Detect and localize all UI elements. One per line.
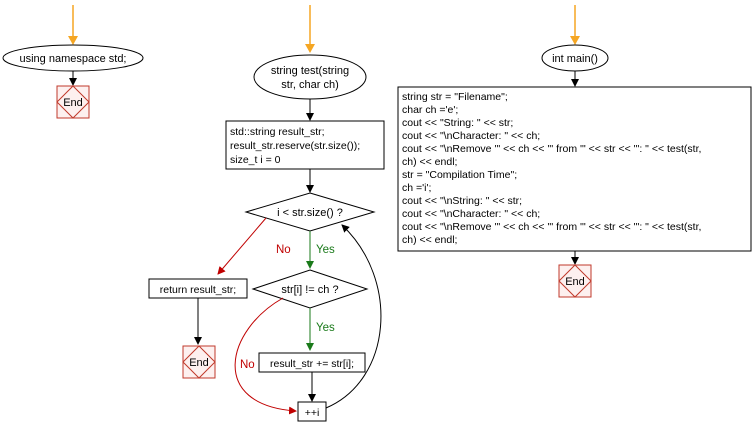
main-start-label: int main() <box>552 53 598 65</box>
main-code-line: ch) << endl; <box>402 234 457 246</box>
return-label: return result_str; <box>160 284 236 296</box>
namespace-end-node[interactable]: End <box>56 85 90 119</box>
loop-no-connector <box>217 217 267 275</box>
test-flow: string test(string str, char ch) std::st… <box>148 5 385 422</box>
increment-process-box[interactable]: ++i <box>297 401 327 422</box>
test-end-node[interactable]: End <box>182 345 216 379</box>
main-code-line: char ch ='e'; <box>402 104 458 116</box>
char-condition-label: str[i] != ch ? <box>281 284 338 296</box>
main-start-arrow-icon <box>570 5 580 45</box>
test-init-line-3: size_t i = 0 <box>230 154 281 166</box>
main-flow: int main() string str = "Filename"; char… <box>397 5 752 298</box>
namespace-end-label: End <box>63 97 83 109</box>
append-label: result_str += str[i]; <box>270 358 354 370</box>
main-code-line: cout << "String: " << str; <box>402 117 513 129</box>
main-end-label: End <box>565 276 585 288</box>
test-init-process-box[interactable]: std::string result_str; result_str.reser… <box>225 120 385 170</box>
main-end-node[interactable]: End <box>558 264 592 298</box>
main-code-process-box[interactable]: string str = "Filename"; char ch ='e'; c… <box>397 86 752 252</box>
test-init-line-1: std::string result_str; <box>230 126 325 138</box>
main-code-line: cout << "\nCharacter: " << ch; <box>402 208 540 220</box>
main-code-line: ch) << endl; <box>402 156 457 168</box>
main-code-line: cout << "\nRemove '" << ch << "' from '"… <box>402 143 701 155</box>
namespace-start-arrow-icon <box>68 5 78 45</box>
main-code-line: str = "Compilation Time"; <box>402 169 517 181</box>
return-process-box[interactable]: return result_str; <box>148 278 248 299</box>
main-code-line: cout << "\nCharacter: " << ch; <box>402 130 540 142</box>
loop-back-connector <box>325 224 382 409</box>
main-code-line: string str = "Filename"; <box>402 91 508 103</box>
append-process-box[interactable]: result_str += str[i]; <box>258 352 366 373</box>
char-condition-decision[interactable]: str[i] != ch ? <box>251 269 369 309</box>
main-start-node[interactable]: int main() <box>541 44 609 72</box>
char-yes-label: Yes <box>316 322 335 334</box>
char-no-label: No <box>240 359 255 371</box>
main-code-line: ch ='i'; <box>402 182 431 194</box>
test-start-label-line1: string test(string <box>271 65 349 77</box>
increment-label: ++i <box>305 407 320 419</box>
loop-condition-label: i < str.size() ? <box>277 207 343 219</box>
main-code-line: cout << "\nString: " << str; <box>402 195 522 207</box>
loop-no-label: No <box>276 244 291 256</box>
namespace-start-label: using namespace std; <box>19 53 126 65</box>
loop-yes-label: Yes <box>316 244 335 256</box>
namespace-flow: using namespace std; End <box>2 5 144 119</box>
test-start-label-line2: str, char ch) <box>281 79 338 91</box>
loop-condition-decision[interactable]: i < str.size() ? <box>244 192 376 232</box>
char-no-connector <box>234 297 297 415</box>
namespace-start-node[interactable]: using namespace std; <box>2 44 144 72</box>
test-init-line-2: result_str.reserve(str.size()); <box>230 140 360 152</box>
main-code-line: cout << "\nRemove '" << ch << "' from '"… <box>402 221 701 233</box>
test-end-label: End <box>189 357 209 369</box>
test-start-node[interactable]: string test(string str, char ch) <box>253 54 367 100</box>
test-start-arrow-icon <box>305 5 315 53</box>
